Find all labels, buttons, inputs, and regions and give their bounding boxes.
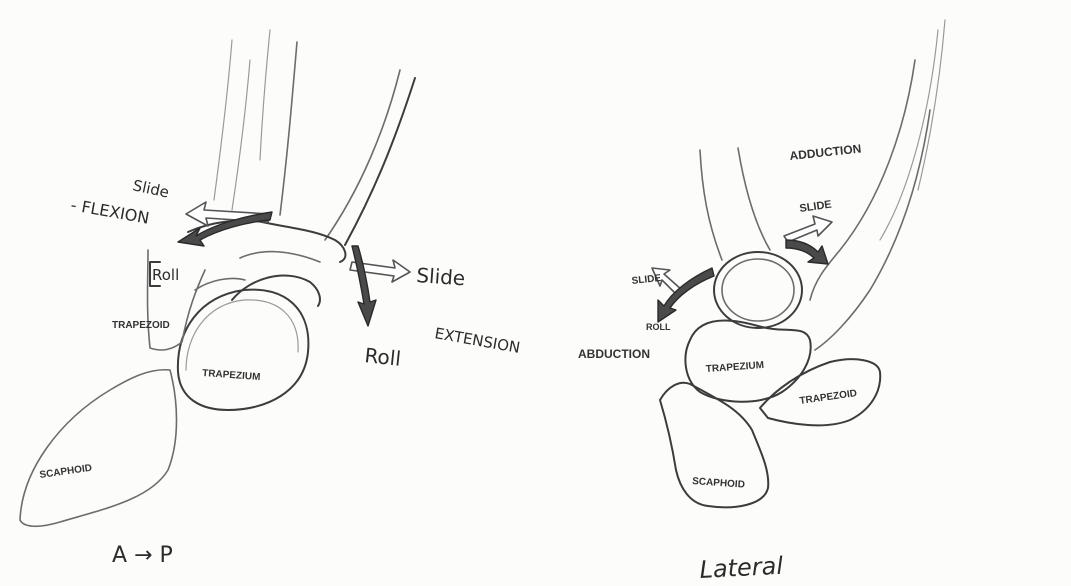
left-trapezium-bone — [178, 290, 309, 410]
right-metacarpal-head — [714, 252, 802, 328]
right-scaphoid-label: SCAPHOID — [692, 476, 745, 491]
left-trapezoid-label: TRAPEZOID — [112, 320, 170, 331]
right-trapezoid-label: TRAPEZOID — [799, 388, 858, 407]
flexion-label: - FLEXION — [69, 195, 150, 227]
left-slide-label: Slide — [131, 176, 171, 201]
lateral-caption: Lateral — [699, 552, 784, 584]
right-view: ADDUCTION SLIDE SLIDE ROLL ABDUCTION TRA… — [578, 20, 945, 584]
ap-caption: A → P — [112, 543, 173, 568]
adduction-label: ADDUCTION — [789, 142, 862, 163]
extension-roll-arrow — [352, 246, 376, 326]
left-trapezium-label: TRAPEZIUM — [202, 368, 261, 383]
left-scaphoid-label: SCAPHOID — [39, 463, 93, 481]
right-second-metacarpal — [810, 20, 945, 350]
right-slide-left-label: SLIDE — [631, 273, 662, 287]
abduction-label: ABDUCTION — [578, 347, 650, 361]
adduction-roll-arrow — [786, 240, 828, 264]
extension-roll-label: Roll — [363, 343, 402, 371]
right-slide-top-label: SLIDE — [799, 199, 833, 215]
right-roll-label: ROLL — [646, 322, 671, 332]
left-trapezoid-bone — [148, 250, 206, 350]
right-slide-arrow-open — [784, 216, 832, 242]
right-metacarpal-shaft — [700, 148, 770, 260]
right-trapezium-label: TRAPEZIUM — [705, 360, 764, 375]
left-view: Slide - FLEXION Roll TRAPEZOID TRAPEZIUM… — [20, 30, 521, 568]
left-scaphoid-bone — [20, 370, 177, 527]
left-roll-label: Roll — [152, 266, 179, 284]
extension-label: EXTENSION — [433, 324, 521, 357]
right-slide-label: Slide — [416, 263, 466, 290]
